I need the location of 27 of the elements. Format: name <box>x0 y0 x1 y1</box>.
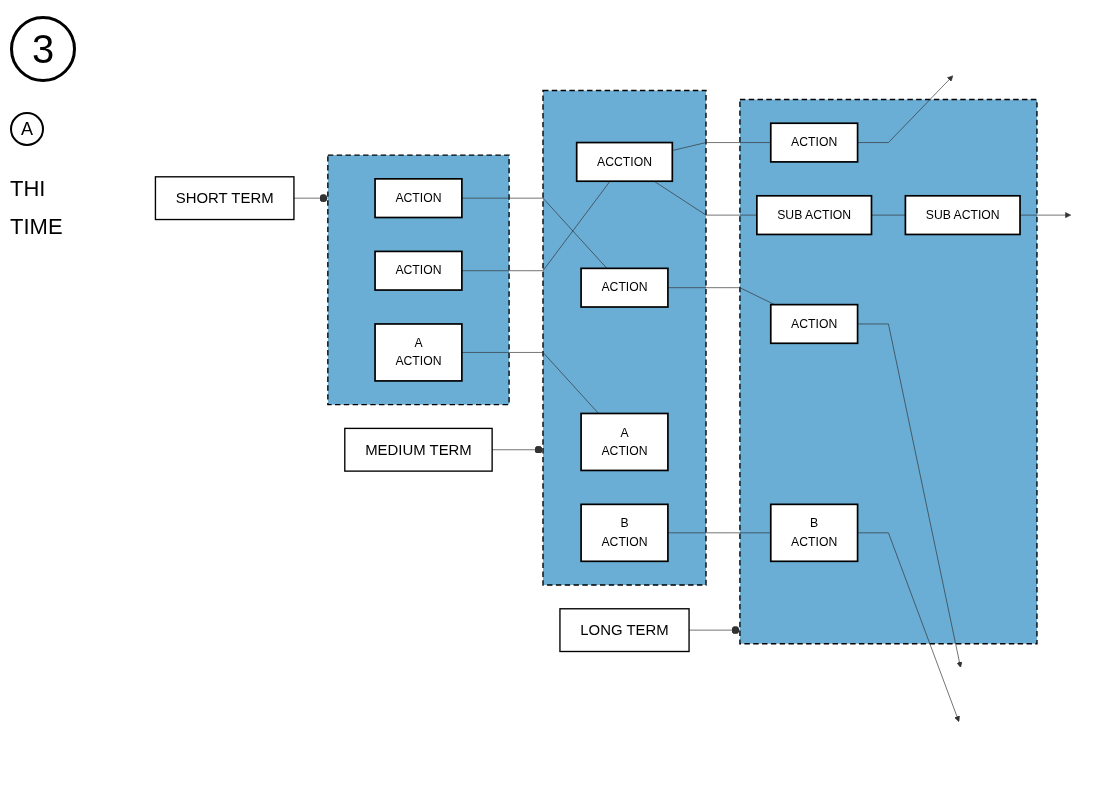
node-box: ACTION <box>374 178 463 219</box>
connector <box>461 352 599 415</box>
connector <box>461 181 611 272</box>
node-box: ACTION <box>769 304 859 345</box>
node-box: SUB ACTION <box>756 195 873 236</box>
node-box: B ACTION <box>580 503 669 563</box>
cluster <box>542 90 707 586</box>
connector <box>461 198 608 269</box>
step-number: 3 <box>10 16 76 82</box>
cluster <box>739 99 1038 645</box>
node-box: ACTION <box>374 250 463 292</box>
node-box: SHORT TERM <box>154 176 295 221</box>
connector <box>667 287 775 306</box>
node-box: LONG TERM <box>559 608 690 653</box>
node-box: SUB ACTION <box>904 195 1021 236</box>
note-text: THI <box>10 176 46 202</box>
note-text: TIME <box>10 214 63 240</box>
cluster <box>327 154 510 406</box>
node-box: MEDIUM TERM <box>344 428 493 473</box>
node-box: A ACTION <box>374 323 463 383</box>
node-box: A ACTION <box>580 412 669 472</box>
node-box: ACTION <box>580 267 669 309</box>
node-box: ACCTION <box>575 142 674 183</box>
connector <box>871 215 906 216</box>
node-box: B ACTION <box>769 503 859 563</box>
node-box: ACTION <box>769 122 859 163</box>
circled-letter: A <box>10 112 44 146</box>
